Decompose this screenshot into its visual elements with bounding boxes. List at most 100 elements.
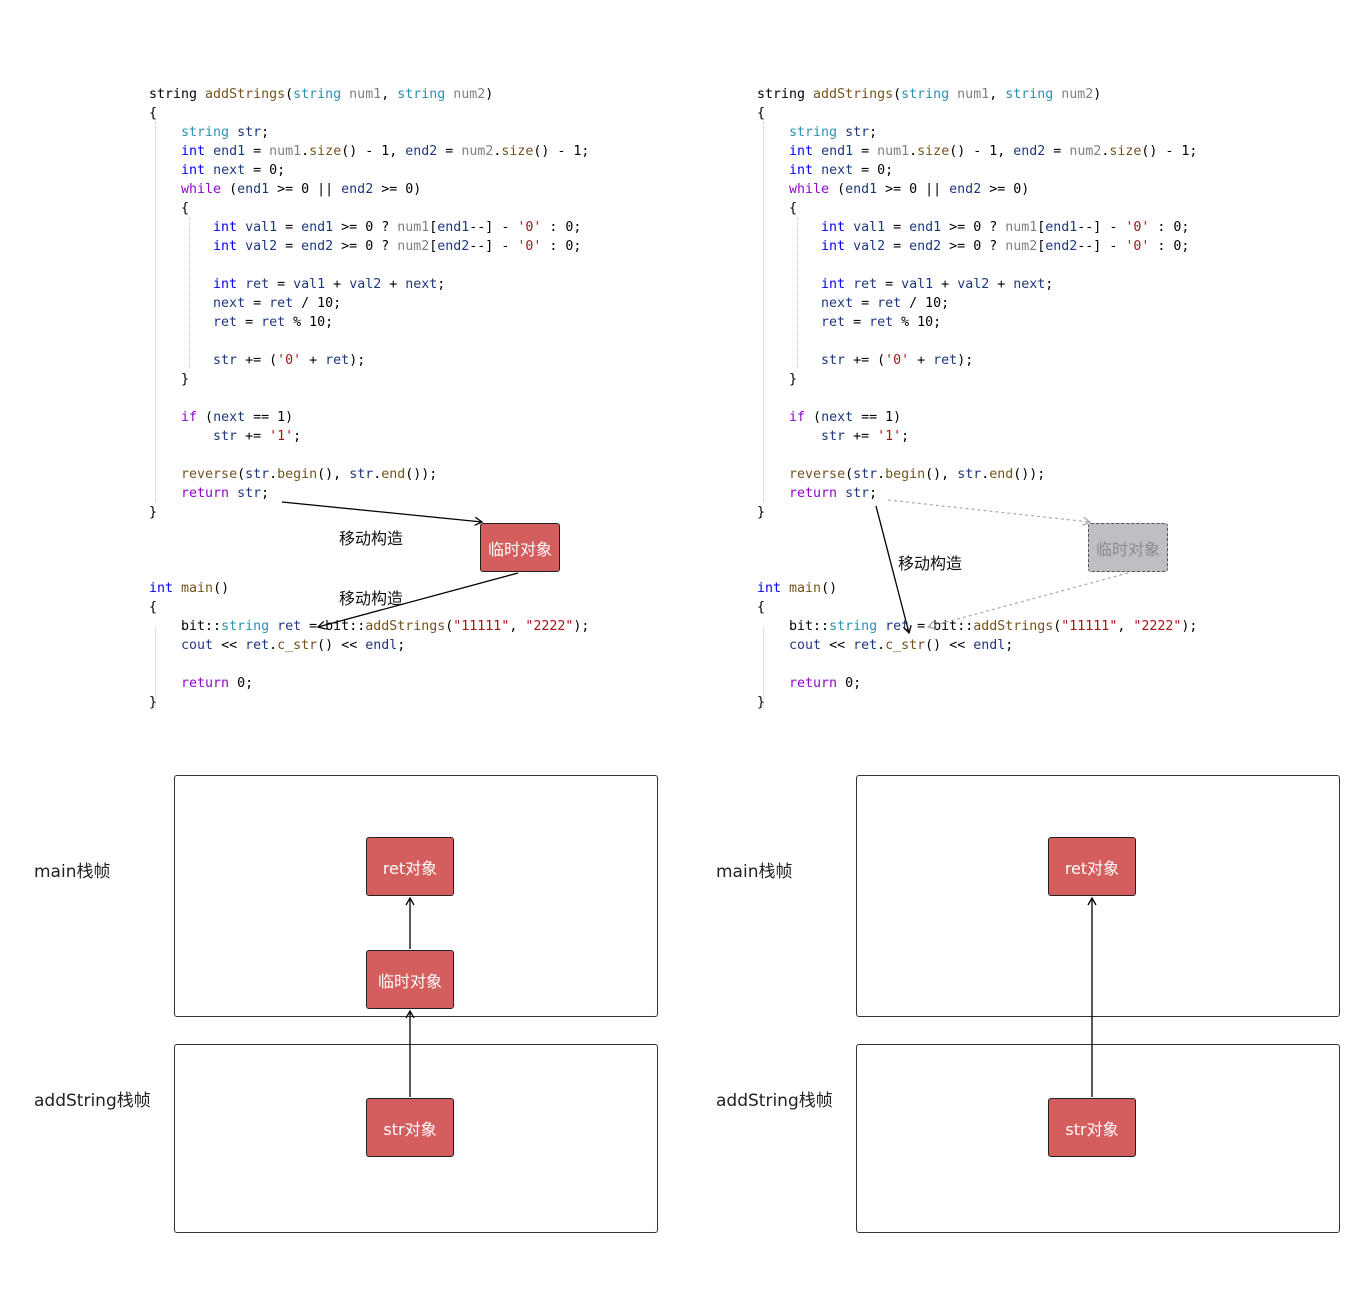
code-token: num2 [1053, 87, 1094, 102]
code-line: int next = 0; [149, 161, 589, 180]
code-token [757, 467, 789, 482]
code-token: end1 [909, 220, 942, 235]
code-token: next [405, 277, 438, 292]
code-token: = [277, 220, 302, 235]
code-token: . [1101, 144, 1110, 159]
code-token: num1 [341, 87, 382, 102]
code-token: string [221, 619, 270, 634]
code-token: '0' [1125, 239, 1150, 254]
code-token: . [269, 638, 278, 653]
code-line: int end1 = num1.size() - 1, end2 = num2.… [757, 142, 1197, 161]
code-token: [ [1037, 239, 1046, 254]
code-line: } [149, 503, 589, 522]
temp-object-box: 临时对象 [366, 950, 454, 1009]
code-token: "11111" [453, 619, 510, 634]
code-token [149, 638, 181, 653]
code-token: = [437, 144, 462, 159]
code-token: { [149, 600, 158, 615]
code-token: '0' [517, 220, 542, 235]
code-token: ( [805, 410, 822, 425]
code-token: . [877, 467, 886, 482]
code-token: = [885, 220, 910, 235]
code-token: int [213, 277, 238, 292]
code-token: [ [1037, 220, 1046, 235]
code-token: '0' [885, 353, 910, 368]
code-token: bit:: [181, 619, 222, 634]
code-token: ); [1181, 619, 1198, 634]
code-token: { [757, 106, 766, 121]
code-token: ; [437, 277, 446, 292]
code-token: : 0; [1149, 220, 1190, 235]
code-token [149, 201, 181, 216]
code-line: } [757, 370, 1197, 389]
code-line [149, 446, 589, 465]
code-token: end1 [237, 182, 270, 197]
code-token: end2 [341, 182, 374, 197]
code-token: "2222" [1133, 619, 1182, 634]
code-line: return str; [757, 484, 1197, 503]
code-token: = [277, 239, 302, 254]
code-token: string [293, 87, 342, 102]
code-token: str [853, 467, 878, 482]
code-token: end2 [437, 239, 470, 254]
code-token: --] - [469, 220, 518, 235]
code-line: } [149, 370, 589, 389]
code-token: end [989, 467, 1014, 482]
move-construct-label: 移动构造 [339, 529, 404, 548]
code-token: end2 [1013, 144, 1046, 159]
code-line: bit::string ret = bit::addStrings("11111… [757, 617, 1197, 636]
code-token: return [789, 486, 838, 501]
code-line: } [149, 693, 589, 712]
code-line [757, 332, 1197, 351]
code-line: cout << ret.c_str() << endl; [149, 636, 589, 655]
code-token [149, 353, 213, 368]
code-token: = [245, 296, 270, 311]
code-token: num1 [397, 220, 430, 235]
code-token: + [933, 277, 958, 292]
code-token: str [821, 429, 846, 444]
code-token: while [181, 182, 222, 197]
code-token: . [301, 144, 310, 159]
code-token: cout [181, 638, 214, 653]
code-token: : 0; [541, 239, 582, 254]
code-token: () - 1, [949, 144, 1014, 159]
code-token: == 1) [245, 410, 294, 425]
code-token [149, 619, 181, 634]
code-token: int [821, 239, 846, 254]
code-token [149, 410, 181, 425]
code-token: = [1045, 144, 1070, 159]
code-token: str [229, 125, 262, 140]
code-token: ( [197, 410, 214, 425]
code-line: ret = ret % 10; [757, 313, 1197, 332]
code-token [757, 163, 789, 178]
code-token: end1 [205, 144, 246, 159]
code-token: num1 [1005, 220, 1038, 235]
code-line: int next = 0; [757, 161, 1197, 180]
code-token: . [981, 467, 990, 482]
code-token: end1 [301, 220, 334, 235]
code-line: return 0; [149, 674, 589, 693]
code-token: ); [573, 619, 590, 634]
code-token: } [181, 372, 190, 387]
code-token: string [901, 87, 950, 102]
code-token: int [181, 163, 206, 178]
code-token: addStrings [813, 87, 894, 102]
code-token: += [845, 429, 878, 444]
code-token: end1 [1045, 220, 1078, 235]
code-token: str [957, 467, 982, 482]
move-construct-label: 移动构造 [339, 589, 404, 608]
code-token [149, 467, 181, 482]
code-token [757, 676, 789, 691]
code-token: (), [317, 467, 350, 482]
code-token: = [301, 619, 326, 634]
code-token: ret [325, 353, 350, 368]
code-token: reverse [181, 467, 238, 482]
code-token [757, 353, 821, 368]
code-token [757, 619, 789, 634]
code-token: % 10; [893, 315, 942, 330]
code-line: string str; [149, 123, 589, 142]
code-token: '0' [1125, 220, 1150, 235]
code-token: , [1117, 619, 1134, 634]
code-line: string str; [757, 123, 1197, 142]
code-token [757, 144, 789, 159]
